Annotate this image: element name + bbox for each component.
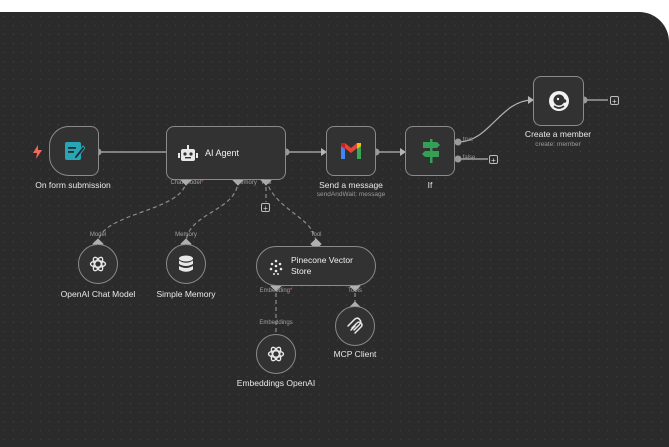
wire-agent-memory [185,179,239,245]
port-label-chat-model: Chat Model* [170,180,204,186]
wire-agent-chatmodel [97,179,187,245]
chatmodel-port-label: Model [89,232,107,238]
wire-agent-vector [265,179,317,245]
memory-label: Simple Memory [156,289,216,299]
if-true-label: true [462,137,474,143]
node-if[interactable] [405,126,455,176]
chatmodel-label: OpenAI Chat Model [60,289,136,299]
signpost-icon [420,139,442,163]
arrow-send [321,148,327,156]
workflow-canvas[interactable]: On form submission AI Agent Chat Model* … [0,12,669,447]
trigger-label: On form submission [35,180,111,190]
node-embeddings-openai[interactable] [256,334,296,374]
node-form-trigger[interactable] [49,126,99,176]
port-if-false [454,155,462,163]
node-pinecone-vector-store[interactable]: Pinecone Vector Store [256,246,376,286]
mcp-icon [345,316,365,336]
vector-port-label-tool: Tool [310,232,322,238]
arrow-member [528,96,534,104]
form-icon [63,140,85,162]
openai-icon [266,344,286,364]
gmail-icon [340,142,362,160]
add-after-member-button[interactable]: + [610,96,619,106]
node-send-message[interactable] [326,126,376,176]
mcp-label: MCP Client [333,349,377,359]
vector-label-2: Store [291,266,312,276]
member-label: Create a member [524,129,592,139]
if-false-label: false [462,155,476,161]
robot-icon [177,143,199,165]
embeddings-label: Embeddings OpenAI [236,378,316,388]
member-sublabel: create: member [535,141,581,148]
openai-icon [88,254,108,274]
send-label: Send a message [319,180,383,190]
add-tool-button[interactable]: + [261,203,270,213]
node-ai-agent[interactable]: AI Agent [166,126,286,180]
memory-port-label: Memory [175,232,197,238]
node-mcp-client[interactable] [335,306,375,346]
vector-label-1: Pinecone Vector [291,255,353,265]
vector-port-label-embedding: Embedding* [259,288,293,294]
database-icon [177,254,195,274]
wire-if-member [457,99,534,143]
node-openai-chat-model[interactable] [78,244,118,284]
add-false-branch-button[interactable]: + [489,155,498,165]
embeddings-port-label: Embeddings [259,320,293,326]
mailchimp-icon [548,90,570,112]
lightning-icon [31,144,43,160]
agent-label: AI Agent [205,148,240,158]
node-create-member[interactable] [533,76,584,126]
arrow-if [400,148,406,156]
port-if-true [454,138,462,146]
vector-port-label-tools: Tools [347,288,363,294]
port-label-tool: Tool [260,180,272,186]
if-label: If [427,180,433,190]
send-sublabel: sendAndWait: message [316,191,386,198]
port-label-memory: Memory [235,180,257,186]
node-simple-memory[interactable] [166,244,206,284]
pinecone-icon [267,258,285,276]
